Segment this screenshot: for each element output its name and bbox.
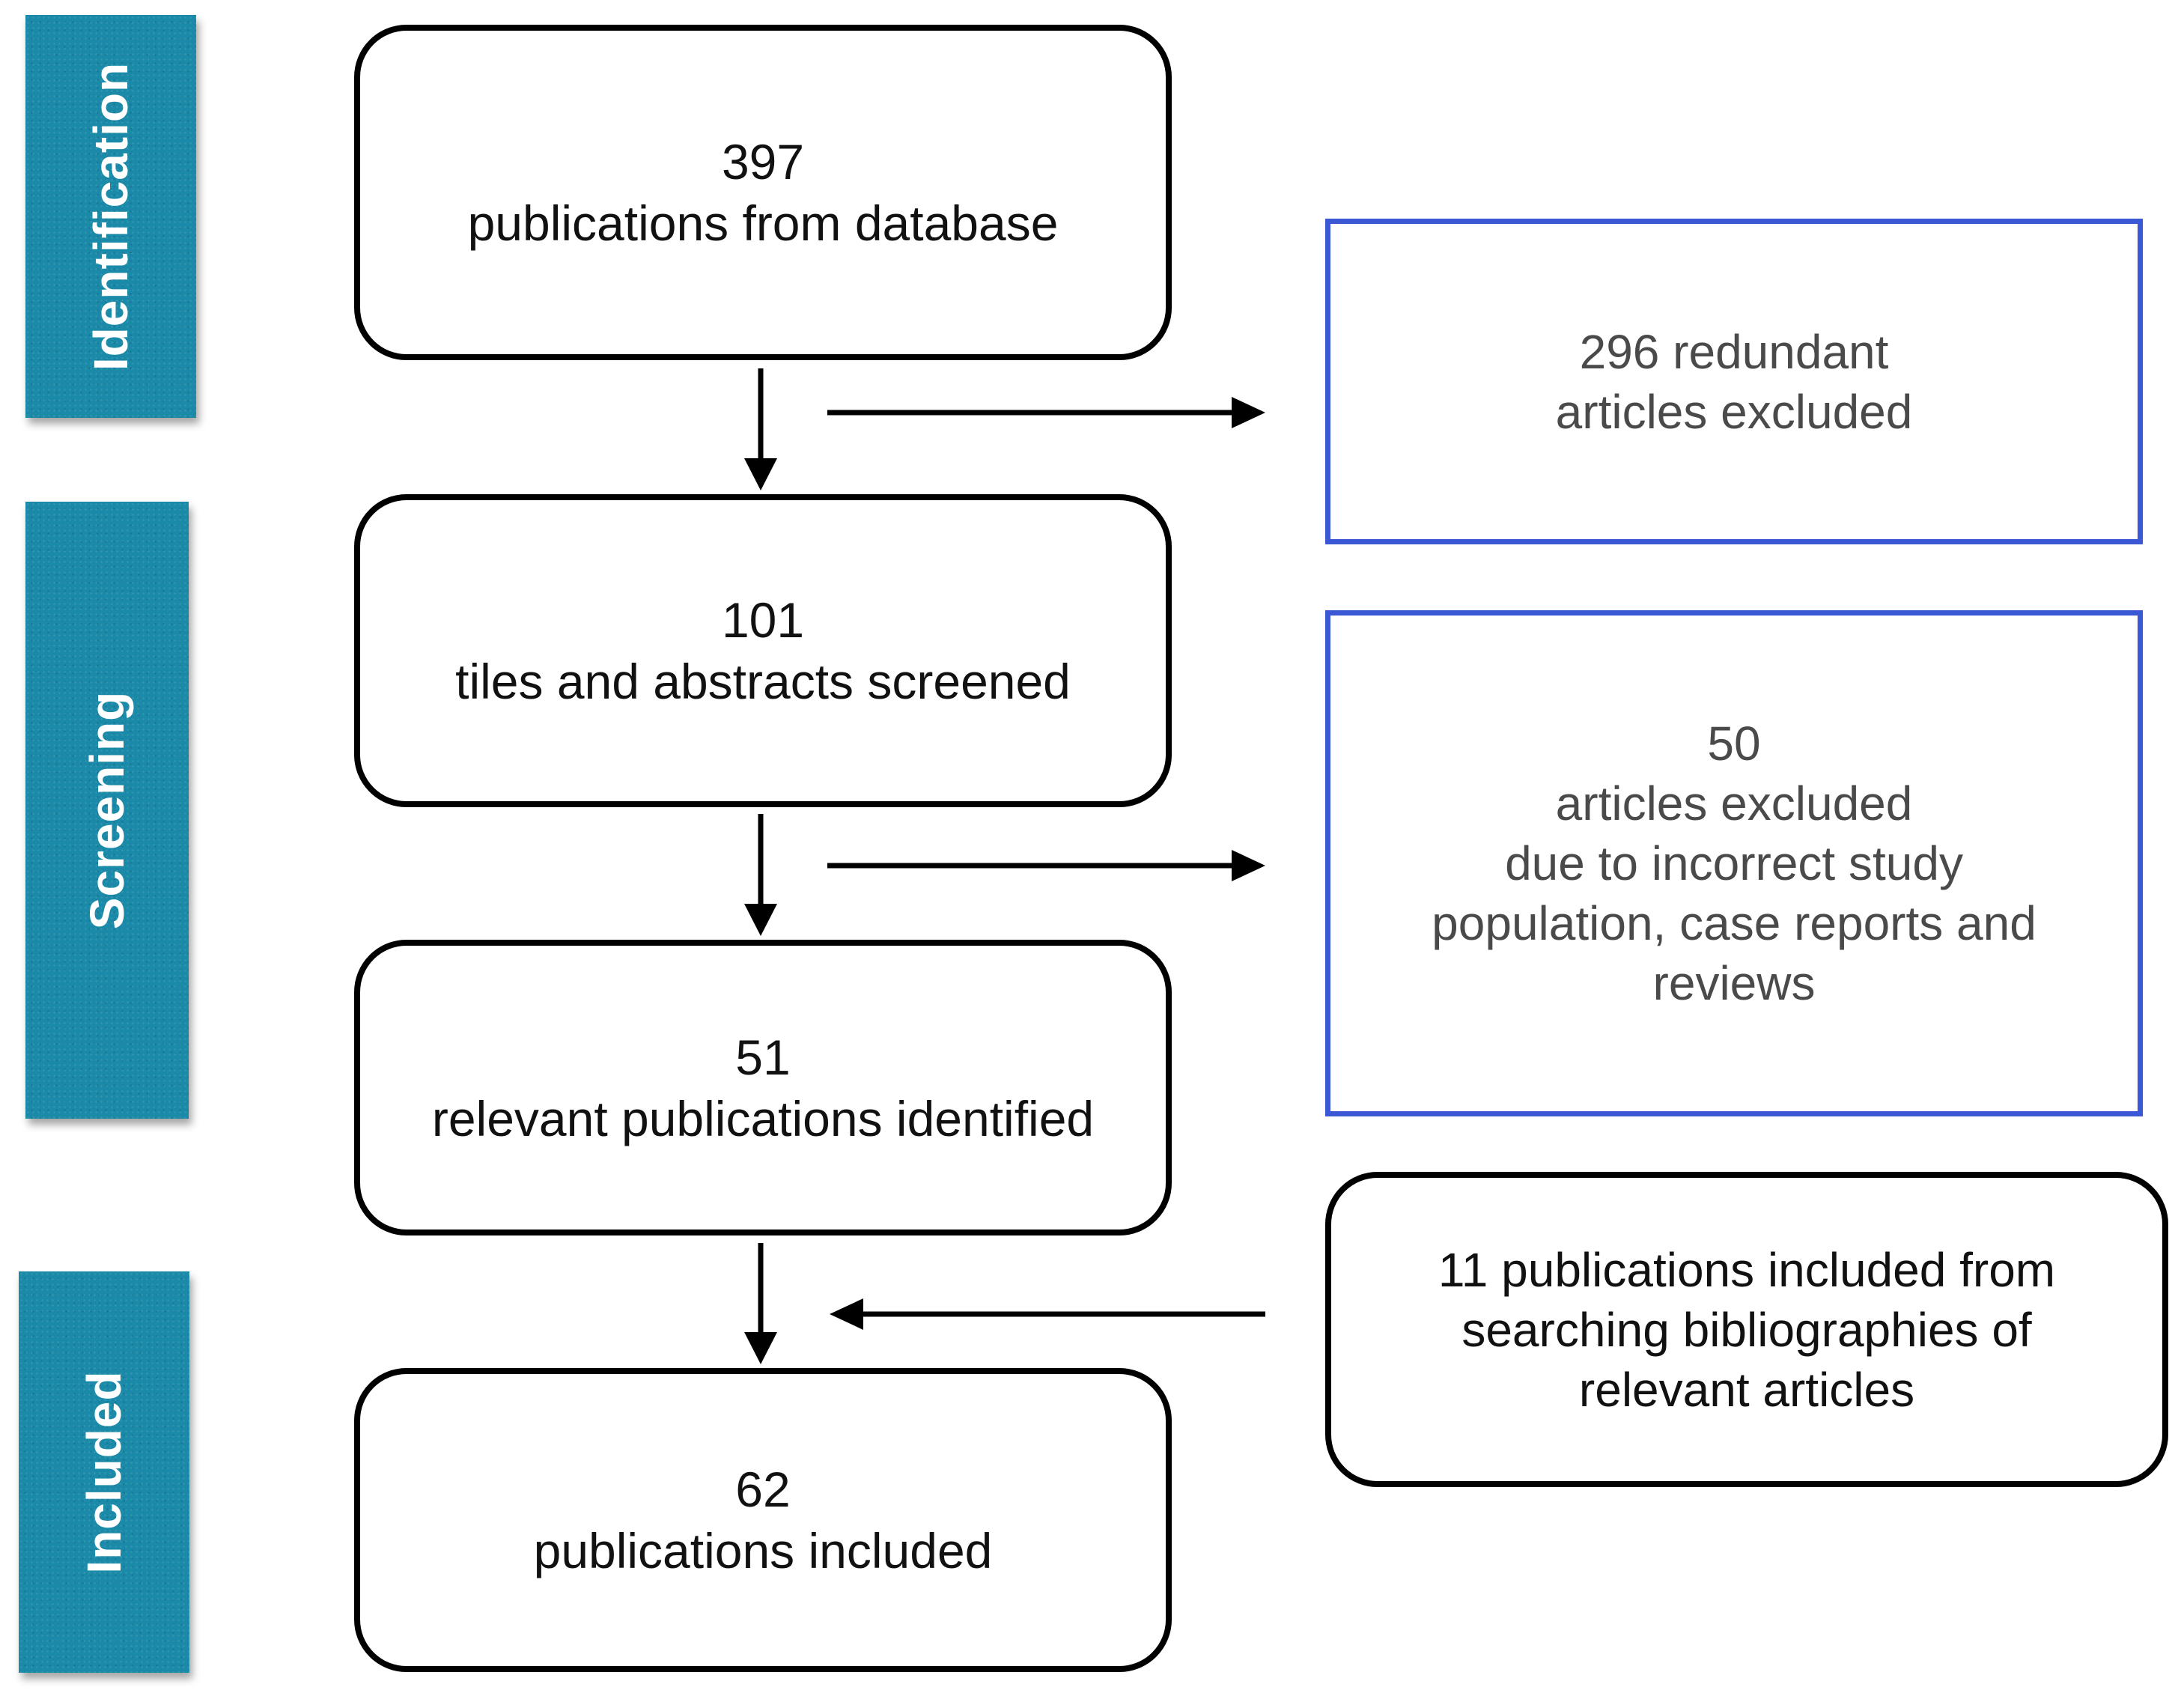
phase-screening: Screening <box>25 502 189 1119</box>
arrowhead-relevant-to-included <box>744 1332 777 1364</box>
bibliography-line-3: relevant articles <box>1578 1362 1915 1417</box>
included-count: 62 <box>735 1462 791 1517</box>
arrowhead-to-redundant <box>1232 397 1265 428</box>
arrowhead-database-to-screened <box>744 458 777 490</box>
redundant-line-1: 296 redundant <box>1579 324 1889 379</box>
included-text: publications included <box>533 1523 993 1578</box>
incorrect-line-4: reviews <box>1652 956 1816 1010</box>
arrowhead-from-bibliographies <box>830 1298 863 1330</box>
relevant-count: 51 <box>735 1029 791 1085</box>
bibliography-added-box: 11 publications included from searching … <box>1325 1172 2168 1487</box>
phase-identification: Identification <box>25 15 196 418</box>
screened-box: 101 tiles and abstracts screened <box>354 494 1172 807</box>
arrowhead-to-incorrect <box>1232 850 1265 881</box>
bibliography-line-2: searching bibliographies of <box>1461 1302 2032 1357</box>
screened-text: tiles and abstracts screened <box>455 654 1071 709</box>
relevant-box: 51 relevant publications identified <box>354 940 1172 1235</box>
database-count: 397 <box>721 134 805 189</box>
relevant-text: relevant publications identified <box>431 1090 1095 1146</box>
database-text: publications from database <box>467 195 1059 251</box>
included-box: 62 publications included <box>354 1368 1172 1672</box>
incorrect-excluded-box: 50 articles excluded due to incorrect st… <box>1325 610 2143 1116</box>
bibliography-line-1: 11 publications included from <box>1438 1242 2056 1297</box>
screened-count: 101 <box>721 592 805 648</box>
phase-included: Included <box>19 1271 189 1673</box>
incorrect-line-3: population, case reports and <box>1432 896 2037 950</box>
incorrect-count: 50 <box>1707 717 1761 771</box>
incorrect-line-2: due to incorrect study <box>1505 836 1963 890</box>
arrowhead-screened-to-relevant <box>744 904 777 936</box>
incorrect-line-1: articles excluded <box>1555 776 1913 830</box>
redundant-excluded-box: 296 redundant articles excluded <box>1325 219 2143 544</box>
database-box: 397 publications from database <box>354 25 1172 360</box>
redundant-line-2: articles excluded <box>1555 384 1913 439</box>
